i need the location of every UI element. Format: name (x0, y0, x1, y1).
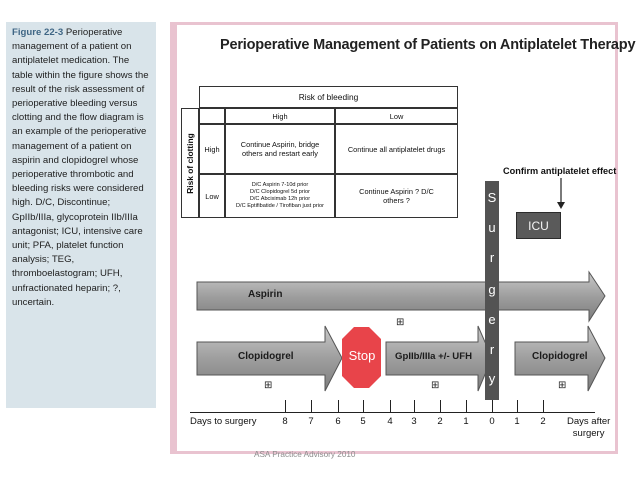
confirm-arrow-icon (557, 178, 565, 209)
dc-line-2: D/C Clopidogrel 5d prior (249, 188, 310, 195)
timeline-tick (543, 400, 544, 412)
table-header-bleeding: Risk of bleeding (199, 86, 458, 108)
timeline-tick (492, 400, 493, 412)
surgery-letter: u (488, 220, 496, 235)
table-col-high: High (225, 108, 335, 124)
timeline-tick-label: 7 (308, 416, 314, 427)
table-cell-high-low: Continue all antiplatelet drugs (335, 124, 458, 174)
dc-line-1: D/C Aspirin 7-10d prior (251, 181, 309, 188)
surgery-bar (485, 181, 499, 400)
clopidogrel-after-arrow (514, 325, 606, 392)
days-to-surgery-label: Days to surgery (190, 416, 257, 427)
timeline-tick (466, 400, 467, 412)
table-row-high: High (199, 124, 225, 174)
plus-marker-icon: ⊞ (558, 380, 567, 391)
table-cell-low-low: Continue Aspirin ? D/C others ? (335, 174, 458, 218)
table-row-low: Low (199, 174, 225, 218)
clopidogrel-after-label: Clopidogrel (532, 351, 588, 362)
figure-label: Figure 22-3 (12, 27, 64, 38)
days-after-line-1: Days after (567, 416, 611, 427)
surgery-letter: r (489, 250, 495, 265)
table-cell-low-high: D/C Aspirin 7-10d prior D/C Clopidogrel … (225, 174, 335, 218)
stop-label: Stop (348, 348, 376, 363)
clopidogrel-arrow (196, 325, 343, 392)
surgery-letter: e (488, 312, 496, 327)
confirm-label: Confirm antiplatelet effect (503, 166, 617, 176)
plus-marker-icon: ⊞ (431, 380, 440, 391)
timeline-tick-label: 3 (411, 416, 417, 427)
aspirin-label: Aspirin (248, 289, 283, 300)
table-cell-high-high: Continue Aspirin, bridge others and rest… (225, 124, 335, 174)
surgery-letter: g (488, 282, 496, 297)
dc-line-3: D/C Abciximab 12h prior (249, 196, 311, 202)
timeline-axis (190, 412, 595, 413)
timeline-tick (414, 400, 415, 412)
surgery-letter: y (488, 371, 496, 386)
table-header-clotting: Risk of clotting (181, 108, 199, 218)
timeline-tick-label: 0 (489, 416, 495, 427)
timeline-tick-label: 2 (540, 416, 546, 427)
icu-box: ICU (516, 212, 561, 239)
timeline-tick (390, 400, 391, 412)
timeline-tick-label: 2 (437, 416, 443, 427)
plus-marker-icon: ⊞ (264, 380, 273, 391)
days-after-surgery-label: Days after surgery (567, 416, 610, 440)
surgery-letter: r (489, 342, 495, 357)
bridge-label: GpIIb/IIIa +/- UFH (395, 351, 473, 362)
stop-octagon-icon (342, 327, 381, 388)
table-col-low: Low (335, 108, 458, 124)
timeline-tick (311, 400, 312, 412)
timeline-tick-label: 8 (282, 416, 288, 427)
clopidogrel-label: Clopidogrel (238, 351, 294, 362)
source-footer: ASA Practice Advisory 2010 (254, 450, 356, 459)
figure-caption: Figure 22-3 Perioperative management of … (6, 22, 156, 408)
timeline-tick (517, 400, 518, 412)
timeline-tick (285, 400, 286, 412)
timeline-tick (363, 400, 364, 412)
timeline-tick-label: 5 (360, 416, 366, 427)
timeline-tick-label: 1 (514, 416, 520, 427)
timeline-tick-label: 6 (335, 416, 341, 427)
days-after-line-2: surgery (572, 428, 605, 439)
caption-text: Perioperative management of a patient on… (12, 27, 149, 308)
timeline-tick (440, 400, 441, 412)
aspirin-arrow (196, 270, 606, 323)
surgery-letter: S (487, 190, 497, 205)
timeline-tick (338, 400, 339, 412)
plus-marker-icon: ⊞ (396, 317, 405, 328)
timeline-tick-label: 4 (387, 416, 393, 427)
figure-title: Perioperative Management of Patients on … (220, 37, 636, 53)
dc-line-4: D/C Eptifibatide / Tirofiban just prior (236, 203, 324, 210)
table-corner (199, 108, 225, 124)
timeline-tick-label: 1 (463, 416, 469, 427)
